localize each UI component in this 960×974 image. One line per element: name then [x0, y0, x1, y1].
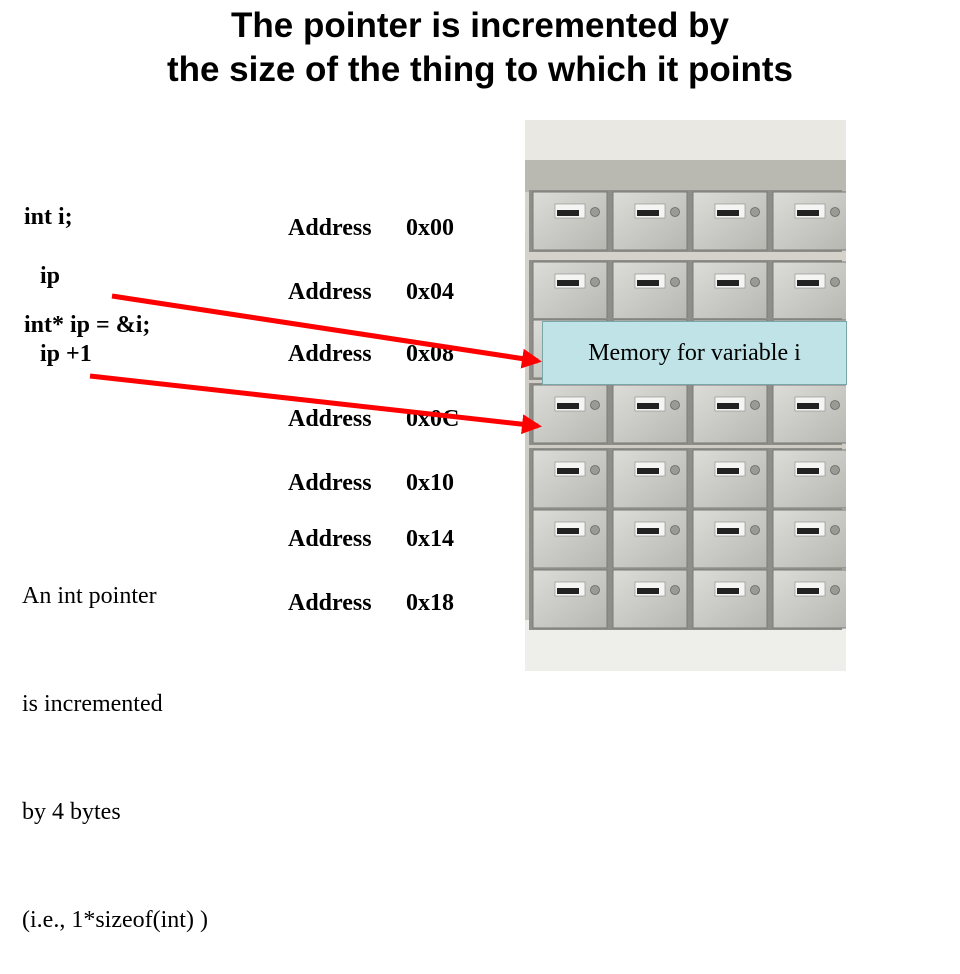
note-line-4: (i.e., 1*sizeof(int) ): [22, 907, 208, 933]
address-label: Address: [288, 470, 372, 496]
address-row: Address 0x10: [288, 469, 454, 497]
address-value: 0x18: [406, 590, 454, 616]
slide-title: The pointer is incremented by the size o…: [0, 4, 960, 92]
code-line-1: int i;: [24, 204, 73, 230]
memory-callout: Memory for variable i: [542, 321, 847, 385]
code-snippet: int i; int* ip = &i;: [24, 127, 150, 379]
note-line-2: is incremented: [22, 691, 163, 717]
address-value: 0x10: [406, 470, 454, 496]
title-line-1: The pointer is incremented by: [231, 6, 729, 45]
address-row: Address 0x04: [288, 278, 454, 306]
address-row: Address 0x14: [288, 525, 454, 553]
mailbox-photo: [525, 120, 846, 671]
ip-label: ip: [40, 263, 61, 289]
ip-plus-1-arrow: [89, 373, 542, 435]
address-label: Address: [288, 590, 372, 616]
address-row: Address 0x00: [288, 214, 454, 242]
title-line-2: the size of the thing to which it points: [166, 50, 794, 89]
pointer-arrows: [89, 293, 542, 435]
address-value: 0x00: [406, 215, 454, 241]
address-label: Address: [288, 215, 372, 241]
note-line-1: An int pointer: [22, 583, 157, 609]
ip-arrow: [111, 293, 542, 369]
address-label: Address: [288, 279, 372, 305]
ip-plus-1-label: ip +1: [40, 341, 92, 367]
address-label: Address: [288, 526, 372, 552]
code-line-2: int* ip = &i;: [24, 312, 151, 338]
address-label: Address: [288, 341, 372, 367]
address-value: 0x04: [406, 279, 454, 305]
note-line-3: by 4 bytes: [22, 799, 121, 825]
address-label: Address: [288, 406, 372, 432]
address-row: Address 0x18: [288, 589, 454, 617]
address-value: 0x14: [406, 526, 454, 552]
